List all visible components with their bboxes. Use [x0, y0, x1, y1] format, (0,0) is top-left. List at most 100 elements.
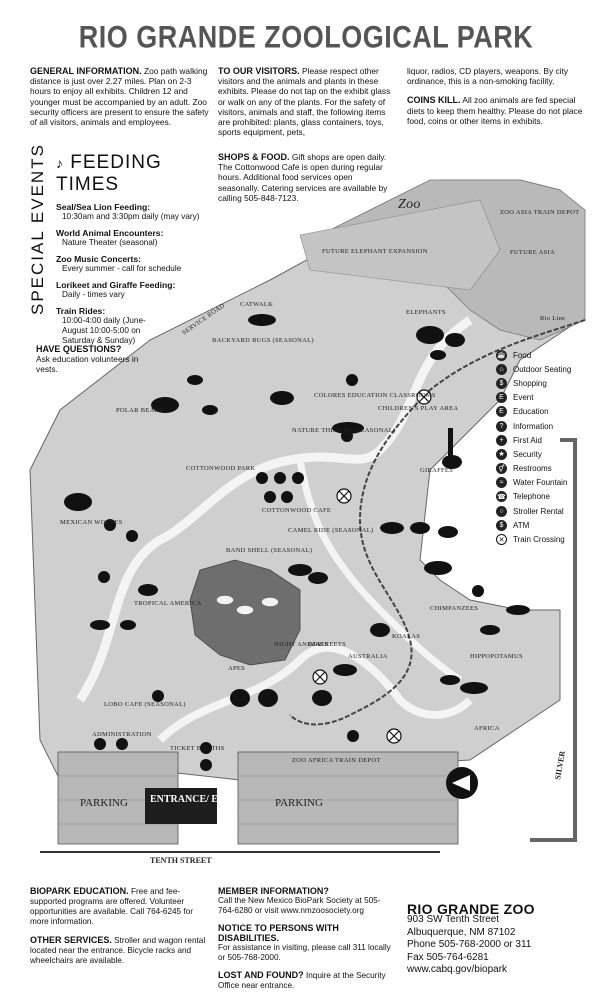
first-aid-icon: +: [496, 434, 507, 446]
legend-label: Train Crossing: [513, 535, 565, 545]
water-fountain-icon: ≈: [496, 477, 507, 489]
legend-item: ★ Security: [496, 447, 608, 461]
atm-icon: $: [496, 519, 507, 531]
legend-item: ⚥Restrooms: [496, 462, 608, 476]
feed-item-detail: 10:30am and 3:30pm daily (may vary): [62, 212, 200, 221]
rio-line-label: Rio Line: [540, 315, 565, 322]
disabilities-heading: NOTICE TO PERSONS WITH DISABILITIES.: [218, 923, 339, 943]
biopark-text: Free and fee-supported programs are offe…: [30, 887, 193, 926]
biopark-heading: BIOPARK EDUCATION.: [30, 886, 129, 896]
general-heading: GENERAL INFORMATION.: [30, 66, 142, 76]
future-elephant-label: FUTURE ELEPHANT EXPANSION: [322, 248, 428, 255]
legend-label: Outdoor Seating: [513, 364, 572, 374]
shopping-icon: $: [496, 377, 507, 389]
stroller-rental-icon: ○: [496, 505, 507, 517]
shops-info: SHOPS & FOOD. Gift shops are open daily.…: [218, 152, 394, 203]
entrance-label[interactable]: ENTRANCE/ EXIT: [150, 794, 236, 805]
ticket-booths-label: TICKET BOOTHS: [170, 745, 225, 752]
legend-item: + First Aid: [496, 433, 608, 447]
zoo-map: Zoo ZOO ASIA TRAIN DEPOT FUTURE ASIA FUT…: [24, 179, 586, 870]
feeding-times-panel: ♪ FEEDING TIMES Seal/Sea Lion Feeding:10…: [30, 152, 210, 346]
feed-item-detail: Every summer - call for schedule: [62, 264, 182, 273]
lorikeets-label: LORIKEETS: [308, 641, 346, 648]
legend-label: Food: [513, 350, 532, 360]
disabilities-text: For assistance in visiting, please call …: [218, 943, 391, 962]
lobo-cafe-label: LOBO CAFE (SEASONAL): [104, 701, 186, 708]
legend-item: ☕ Food: [496, 348, 608, 362]
outdoor-seating-icon: ⌂: [496, 363, 507, 375]
tenth-street-label: TENTH STREET: [150, 856, 212, 865]
contact-name: RIO GRANDE ZOO: [407, 901, 535, 917]
member-heading: MEMBER INFORMATION?: [218, 886, 329, 896]
hippopotamus-label: HIPPOPOTAMUS: [470, 653, 523, 660]
coins-text: All zoo animals are fed special diets to…: [407, 95, 583, 126]
food-icon: ☕: [496, 349, 507, 361]
lost-text: Inquire at the Security Office near entr…: [218, 971, 386, 990]
lost-heading: LOST AND FOUND?: [218, 970, 304, 980]
feed-item-name: Lorikeet and Giraffe Feeding:: [56, 280, 176, 290]
feed-item-name: Train Rides:: [56, 306, 106, 316]
legend-item: ?Information: [496, 419, 608, 433]
security-icon: ★: [496, 448, 507, 460]
general-info: GENERAL INFORMATION. Zoo path walking di…: [30, 66, 210, 135]
chimpanzees-label: CHIMPANZEES: [430, 605, 478, 612]
zoo-asia-depot-label: ZOO ASIA TRAIN DEPOT: [500, 209, 579, 216]
visitors-info: TO OUR VISITORS. Please respect other vi…: [218, 66, 394, 145]
parking-right-label: PARKING: [275, 797, 323, 809]
legend-label: Event: [513, 393, 534, 403]
colores-label: COLORES EDUCATION CLASSROOMS: [314, 392, 436, 399]
contact-address2: Albuquerque, NM 87102: [407, 926, 516, 938]
questions-info: HAVE QUESTIONS? Ask education volunteers…: [36, 344, 146, 375]
contact-phone: Phone 505-768-2000 or 311: [407, 939, 532, 950]
parking-left-label: PARKING: [80, 797, 128, 809]
footer-left: BIOPARK EDUCATION. Free and fee-supporte…: [30, 886, 208, 966]
australia-label: AUSTRALIA: [348, 653, 388, 660]
cottonwood-park-label: COTTONWOOD PARK: [186, 465, 255, 472]
information-icon: ?: [496, 420, 507, 432]
feed-item-detail: 10:00-4:00 daily (June-August 10:00-5:00…: [62, 316, 146, 345]
legend-label: Education: [513, 407, 549, 417]
legend-label: ATM: [513, 520, 530, 530]
apes-label: APES: [228, 665, 245, 672]
legend-item: ≈ Water Fountain: [496, 476, 608, 490]
giraffes-label: GIRAFFES: [420, 467, 453, 474]
polar-bears-label: POLAR BEARS: [116, 407, 163, 414]
zoo-africa-depot-label: ZOO AFRICA TRAIN DEPOT: [292, 757, 381, 764]
legend-label: Water Fountain: [513, 478, 568, 488]
questions-heading: HAVE QUESTIONS?: [36, 344, 122, 354]
shops-text: Gift shops are open daily. The Cottonwoo…: [218, 152, 388, 203]
legend-label: First Aid: [513, 435, 542, 445]
band-shell-label: BAND SHELL (SEASONAL): [226, 547, 312, 554]
administration-label: ADMINISTRATION: [92, 731, 152, 738]
questions-text: Ask education volunteers in vests.: [36, 354, 139, 375]
telephone-icon: ☎: [496, 491, 507, 503]
visitors-info-cont: liquor, radios, CD players, weapons. By …: [407, 66, 583, 134]
elephants-label: ELEPHANTS: [406, 309, 446, 316]
feed-item-detail: Daily - times vary: [62, 290, 125, 299]
contact-web[interactable]: www.cabq.gov/biopark: [407, 964, 508, 975]
legend-item: ⌂ Outdoor Seating: [496, 362, 608, 376]
legend-label: Telephone: [513, 492, 550, 502]
nature-theater-label: NATURE THEATER (SEASONAL): [292, 427, 395, 434]
legend-label: Shopping: [513, 378, 547, 388]
visitors-text-cont: liquor, radios, CD players, weapons. By …: [407, 66, 569, 87]
train-crossing-icon: ✕: [496, 534, 507, 546]
feed-item-name: Zoo Music Concerts:: [56, 254, 141, 264]
koalas-label: KOALAS: [392, 633, 420, 640]
legend-item: $ ATM: [496, 518, 608, 532]
shops-heading: SHOPS & FOOD.: [218, 152, 290, 162]
bell-icon: ♪: [56, 155, 64, 171]
feeding-title: FEEDING TIMES: [56, 152, 162, 195]
legend-label: Security: [513, 449, 542, 459]
visitors-text: Please respect other visitors and the an…: [218, 66, 391, 138]
africa-label: AFRICA: [474, 725, 500, 732]
footer-middle: MEMBER INFORMATION? Call the New Mexico …: [218, 886, 396, 991]
services-heading: OTHER SERVICES.: [30, 935, 112, 945]
childrens-play-label: CHILDREN'S PLAY AREA: [378, 405, 458, 412]
footer-contact: RIO GRANDE ZOO 903 SW Tenth Street Albuq…: [407, 901, 597, 977]
feed-item-name: World Animal Encounters:: [56, 228, 164, 238]
member-text: Call the New Mexico BioPark Society at 5…: [218, 896, 381, 915]
